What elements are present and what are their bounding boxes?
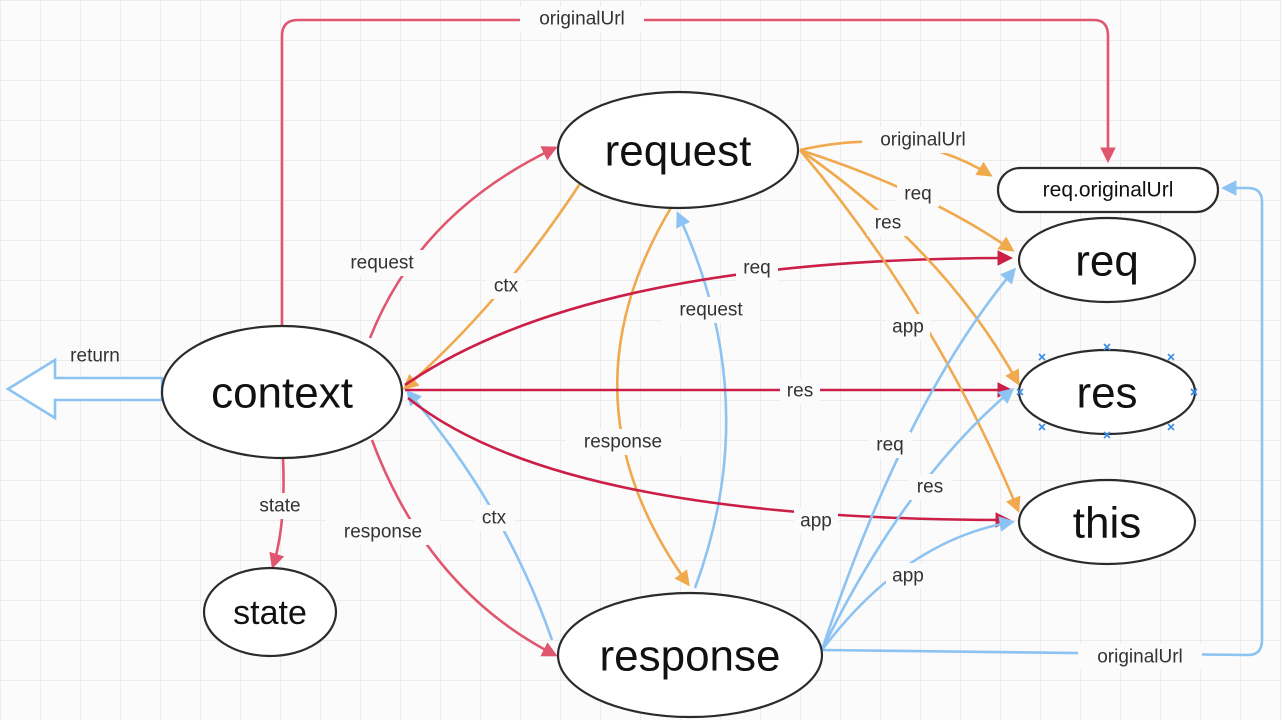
label-response-request: request — [662, 297, 760, 323]
label-request-res-text: res — [875, 213, 901, 234]
label-top-original-url: originalUrl — [520, 6, 644, 32]
label-response-app-text: app — [892, 566, 924, 587]
return-arrow — [5, 357, 164, 421]
label-top-original-url-text: originalUrl — [539, 9, 625, 30]
label-response-ctx: ctx — [474, 505, 514, 531]
label-context-state: state — [248, 493, 312, 519]
label-context-req: req — [736, 255, 778, 281]
edge-context-to-response — [370, 439, 558, 657]
node-this-label: this — [1073, 499, 1141, 548]
label-request-original-url-text: originalUrl — [880, 130, 966, 151]
label-context-req-text: req — [743, 258, 770, 279]
label-request-response-text: response — [584, 432, 662, 453]
node-req-original-url: req.originalUrl — [996, 166, 1220, 214]
edge-request-res — [799, 148, 1020, 386]
label-return-text: return — [70, 346, 120, 367]
label-request-req-text: req — [904, 184, 931, 205]
node-req-original-url-label: req.originalUrl — [1043, 179, 1174, 202]
node-res: res — [1016, 343, 1198, 439]
node-req-label: req — [1075, 237, 1139, 286]
label-context-state-text: state — [259, 496, 300, 517]
label-context-app-text: app — [800, 511, 832, 532]
label-response-original-url-text: originalUrl — [1097, 647, 1183, 668]
label-context-request-text: request — [350, 253, 414, 274]
label-response-res: res — [909, 474, 951, 500]
label-response-req: req — [869, 432, 911, 458]
label-context-response-text: response — [344, 522, 422, 543]
node-state: state — [202, 566, 338, 658]
label-response-app: app — [886, 563, 930, 589]
label-context-request: request — [335, 250, 429, 276]
node-this: this — [1017, 478, 1197, 566]
label-response-res-text: res — [917, 477, 943, 498]
label-context-res-text: res — [787, 381, 813, 402]
node-response: response — [556, 591, 824, 719]
label-request-ctx-text: ctx — [494, 276, 519, 297]
node-state-label: state — [233, 594, 307, 632]
label-request-res: res — [867, 210, 909, 236]
node-request-label: request — [605, 127, 752, 176]
label-context-app: app — [794, 508, 838, 534]
label-response-req-text: req — [876, 435, 903, 456]
node-context-label: context — [211, 369, 353, 418]
node-response-label: response — [599, 632, 780, 681]
edge-context-req — [404, 250, 1014, 387]
selection-handles — [1016, 343, 1198, 439]
node-req: req — [1017, 216, 1197, 304]
label-response-original-url: originalUrl — [1078, 644, 1202, 670]
edge-response-original-url — [821, 180, 1264, 657]
label-request-response: response — [565, 429, 681, 455]
edge-response-res — [820, 387, 1015, 651]
node-res-label: res — [1076, 369, 1137, 418]
label-request-req: req — [897, 181, 939, 207]
label-context-res: res — [780, 378, 820, 404]
edge-context-to-req-original-url — [280, 18, 1116, 325]
edge-context-app — [407, 396, 1012, 528]
label-request-ctx: ctx — [486, 273, 526, 299]
node-context: context — [160, 324, 404, 460]
label-response-request-text: request — [679, 300, 743, 321]
edge-response-req — [820, 267, 1017, 651]
edge-response-to-request — [676, 211, 728, 589]
label-response-ctx-text: ctx — [482, 508, 507, 529]
edge-context-to-request — [368, 146, 558, 339]
label-return: return — [70, 346, 120, 367]
node-request: request — [556, 90, 800, 210]
label-request-app-text: app — [892, 317, 924, 338]
edge-request-to-response — [615, 205, 690, 587]
label-request-original-url: originalUrl — [862, 127, 984, 153]
label-context-response: response — [325, 519, 441, 545]
label-request-app: app — [886, 314, 930, 340]
